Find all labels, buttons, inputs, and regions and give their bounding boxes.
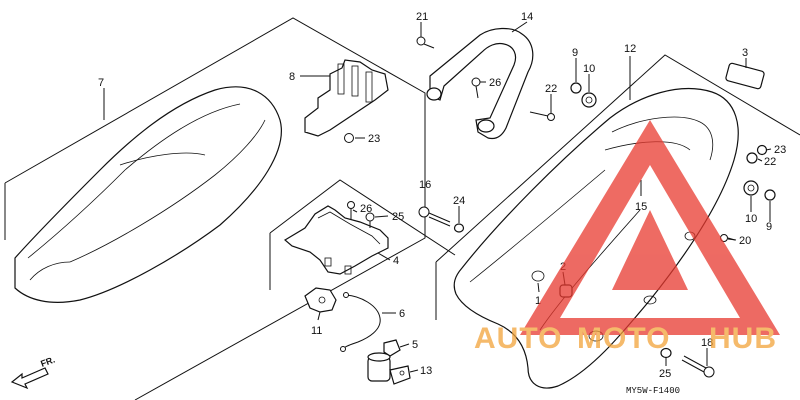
- bolt-24: [365, 212, 375, 228]
- lock-bracket-part-4: [283, 205, 389, 275]
- callout-26: 26: [360, 203, 372, 215]
- callout-5: 5: [412, 339, 418, 351]
- grab-rail-part-14: [426, 27, 534, 140]
- drawing-code: MY5W-F1400: [626, 386, 680, 396]
- grommet-9-top: [570, 82, 582, 94]
- callout-14: 14: [521, 11, 533, 23]
- callout-3: 3: [742, 47, 748, 59]
- callout-23-upper: 24: [453, 195, 465, 207]
- callout-13: 13: [420, 365, 432, 377]
- callout-10-top: 10: [583, 63, 595, 75]
- washer-23-upper: [453, 223, 465, 233]
- bolt-17-side: [529, 111, 555, 121]
- callout-17-top: 21: [416, 11, 428, 23]
- key-cylinder-part-13: [367, 352, 411, 385]
- callout-24: 25: [392, 211, 404, 223]
- callout-23-lower: 25: [659, 368, 671, 380]
- front-direction-arrow: [10, 367, 49, 390]
- callout-4: 4: [393, 255, 399, 267]
- bolt-18: [681, 355, 715, 378]
- callout-7: 7: [98, 77, 104, 89]
- callout-15: 15: [635, 201, 647, 213]
- lock-group-frame: [269, 179, 456, 290]
- bolt-16: [418, 206, 451, 227]
- cable-part-6: [340, 292, 381, 352]
- bolt-26: [347, 201, 355, 220]
- bolt-17-top: [416, 36, 435, 49]
- callout-19: 20: [739, 235, 751, 247]
- latch-part-11: [304, 287, 337, 313]
- seat-part-7: [14, 86, 282, 303]
- bracket-part-8: [304, 59, 389, 137]
- callout-11: 11: [311, 325, 322, 337]
- watermark: AUTO MOTO HUB: [474, 120, 780, 355]
- callout-20: 22: [764, 156, 776, 168]
- reflector-part-3: [725, 62, 765, 90]
- callout-10-side: 10: [745, 213, 757, 225]
- callout-12: 12: [624, 43, 636, 55]
- callout-16: 16: [419, 179, 431, 191]
- callout-8: 8: [289, 71, 295, 83]
- washer-23-lower: [660, 347, 672, 359]
- callout-18: 18: [701, 337, 713, 349]
- washer-22: [756, 144, 768, 156]
- front-direction-label: FR.: [39, 355, 56, 369]
- grommet-10-side: [743, 180, 759, 196]
- callout-21: 23: [368, 133, 380, 145]
- callout-9-side: 9: [766, 221, 772, 233]
- watermark-triangle-logo: [520, 120, 780, 335]
- callout-6: 6: [399, 308, 405, 320]
- callout-1: 1: [535, 295, 541, 307]
- callout-22: 23: [774, 144, 786, 156]
- bolt-25: [471, 77, 481, 99]
- watermark-text-auto: AUTO: [474, 322, 562, 355]
- grommet-20: [746, 152, 758, 164]
- bolt-21: [344, 133, 365, 143]
- cowl-group-frame: [435, 54, 800, 320]
- callout-25: 26: [489, 77, 501, 89]
- clip-part-5: [383, 339, 401, 357]
- callout-9-top: 9: [572, 47, 578, 59]
- grommet-10-top: [581, 92, 597, 108]
- grommet-9-side: [764, 189, 776, 201]
- watermark-text-moto: MOTO: [577, 322, 670, 355]
- callout-17-side: 22: [545, 83, 557, 95]
- watermark-text-hub: HUB: [709, 322, 777, 355]
